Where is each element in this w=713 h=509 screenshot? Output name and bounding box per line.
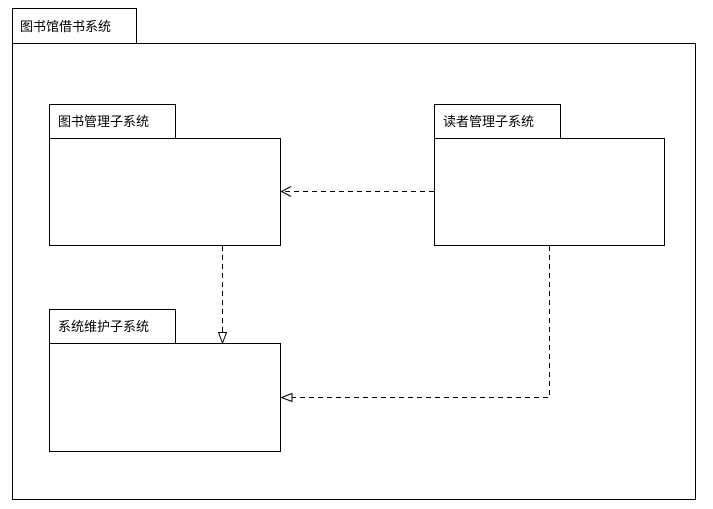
dependency-book-to-maintenance[interactable] [217, 246, 228, 345]
package-reader-management-body [434, 138, 665, 246]
system-package-tab [12, 8, 137, 44]
package-reader-management[interactable]: 读者管理子系统 [434, 104, 665, 246]
package-system-maintenance-title: 系统维护子系统 [58, 320, 149, 335]
package-book-management-tab [49, 104, 176, 139]
package-book-management[interactable]: 图书管理子系统 [49, 104, 281, 246]
dependency-reader-to-book[interactable] [280, 186, 435, 197]
package-system-maintenance-tab [49, 309, 176, 344]
package-book-management-body [49, 138, 281, 246]
open-arrowhead-icon [280, 186, 292, 197]
package-book-management-title: 图书管理子系统 [58, 115, 149, 130]
package-system-maintenance-body [49, 343, 281, 452]
dependency-reader-to-maintenance[interactable] [280, 246, 550, 403]
hollow-triangle-arrowhead-icon [217, 332, 228, 345]
package-reader-management-tab [434, 104, 561, 139]
hollow-triangle-arrowhead-icon [280, 392, 293, 403]
package-reader-management-title: 读者管理子系统 [443, 115, 534, 130]
system-package-title: 图书馆借书系统 [20, 20, 111, 35]
